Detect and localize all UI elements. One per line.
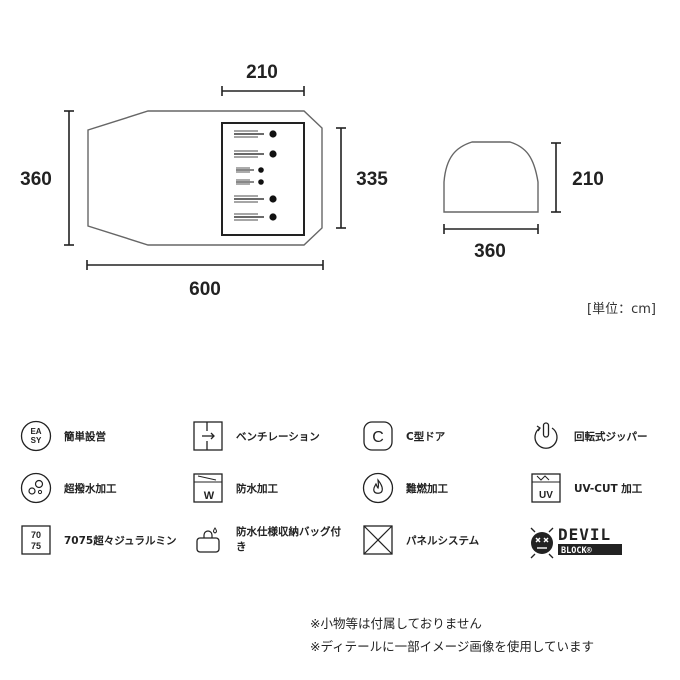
dim-label-total-length: 600: [189, 279, 221, 300]
feature-label: 回転式ジッパー: [574, 430, 648, 443]
dim-label-total-depth: 360: [20, 169, 52, 190]
waterproof-icon: W: [192, 472, 224, 504]
flame-retardant-icon: [362, 472, 394, 504]
feature-label: ベンチレーション: [236, 430, 320, 443]
dim-line-inner-depth: [336, 127, 346, 229]
feature-label: 防水仕様収納バッグ付き: [236, 525, 341, 553]
person-icon: [236, 167, 264, 173]
svg-text:EA: EA: [30, 427, 41, 436]
feature-label: 7075超々ジュラルミン: [64, 534, 177, 547]
person-icon: [234, 150, 277, 158]
feature-easy-setup: EA SY 簡単設営: [20, 420, 106, 452]
feature-rotating-zipper: 回転式ジッパー: [530, 420, 648, 452]
svg-text:DEVIL: DEVIL: [558, 525, 611, 544]
feature-super-water-repellent: 超撥水加工: [20, 472, 117, 504]
devil-block-icon: DEVIL BLOCK®: [528, 522, 628, 562]
dim-label-inner-depth: 335: [356, 169, 388, 190]
inner-tent-rect: [221, 122, 305, 236]
notes: ※小物等は付属しておりません ※ディテールに一部イメージ画像を使用しています: [310, 612, 594, 658]
svg-text:C: C: [372, 429, 384, 446]
panel-system-icon: [362, 524, 394, 556]
dim-line-side-height: [551, 142, 561, 213]
dim-line-total-depth: [64, 110, 74, 246]
dim-label-side-width: 360: [474, 241, 506, 262]
person-icon: [234, 130, 277, 138]
feature-label: パネルシステム: [406, 534, 480, 547]
feature-uv-cut: UV UV-CUT 加工: [530, 472, 642, 504]
svg-text:SY: SY: [31, 436, 42, 445]
person-icon: [234, 195, 277, 203]
floor-plan-outline: [87, 110, 323, 246]
feature-label: 簡単設営: [64, 430, 106, 443]
dim-label-side-height: 210: [572, 169, 604, 190]
note-line: ※小物等は付属しておりません: [310, 616, 482, 631]
duralumin-7075-icon: 70 75: [20, 524, 52, 556]
feature-waterproof: W 防水加工: [192, 472, 278, 504]
ventilation-icon: [192, 420, 224, 452]
feature-ventilation: ベンチレーション: [192, 420, 320, 452]
feature-duralumin: 70 75 7075超々ジュラルミン: [20, 524, 177, 556]
tent-dimension-diagram: 210 360 335 600 210 360: [20, 62, 604, 300]
svg-text:70: 70: [31, 530, 41, 540]
rotating-zipper-icon: [530, 420, 562, 452]
feature-panel-system: パネルシステム: [362, 524, 479, 556]
c-door-icon: C: [362, 420, 394, 452]
svg-text:UV: UV: [539, 490, 553, 501]
side-profile-outline: [443, 141, 539, 213]
uv-cut-icon: UV: [530, 472, 562, 504]
feature-label: 防水加工: [236, 482, 278, 495]
feature-label: 難燃加工: [406, 482, 448, 495]
person-icon: [236, 179, 264, 185]
feature-waterproof-bag: 防水仕様収納バッグ付き: [192, 524, 344, 556]
note-line: ※ディテールに一部イメージ画像を使用しています: [310, 639, 594, 654]
feature-devil-block: DEVIL BLOCK®: [528, 522, 628, 562]
dim-line-total-length: [86, 260, 324, 270]
dim-label-top-width: 210: [246, 62, 278, 83]
svg-text:BLOCK®: BLOCK®: [561, 546, 593, 556]
unit-label: [単位：cm]: [587, 302, 656, 317]
svg-text:W: W: [204, 490, 215, 502]
feature-flame-retardant: 難燃加工: [362, 472, 448, 504]
sleeping-persons-icons: [234, 130, 277, 221]
person-icon: [234, 213, 277, 221]
feature-label: UV-CUT 加工: [574, 482, 643, 495]
dim-line-side-width: [443, 224, 539, 234]
dim-line-top-width: [221, 86, 305, 96]
super-water-repellent-icon: [20, 472, 52, 504]
feature-label: C型ドア: [406, 430, 446, 443]
easy-icon: EA SY: [20, 420, 52, 452]
waterproof-bag-icon: [192, 524, 224, 556]
feature-c-door: C C型ドア: [362, 420, 445, 452]
svg-text:75: 75: [31, 541, 41, 551]
feature-label: 超撥水加工: [64, 482, 117, 495]
